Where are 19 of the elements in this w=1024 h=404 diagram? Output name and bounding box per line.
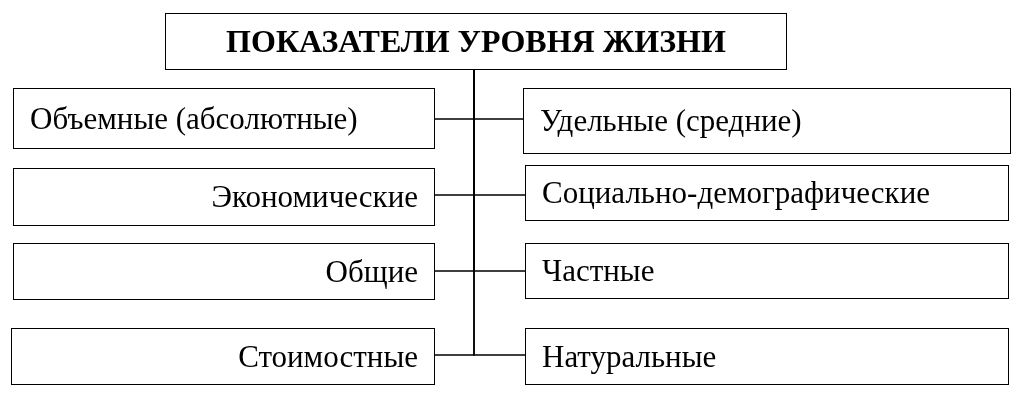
category-label: Натуральные bbox=[542, 338, 717, 375]
category-label: Социально-демографические bbox=[542, 175, 930, 211]
category-label: Частные bbox=[542, 253, 655, 289]
category-box bbox=[13, 168, 435, 226]
category-label: Удельные (средние) bbox=[540, 103, 802, 139]
category-box bbox=[525, 165, 1009, 221]
category-label: Экономические bbox=[211, 179, 418, 215]
category-box bbox=[11, 328, 435, 385]
category-box bbox=[525, 328, 1009, 385]
connector-line bbox=[473, 69, 526, 356]
category-box bbox=[523, 88, 1011, 154]
title-text: ПОКАЗАТЕЛИ УРОВНЯ ЖИЗНИ bbox=[226, 23, 726, 60]
category-box bbox=[525, 243, 1009, 299]
category-label: Объемные (абсолютные) bbox=[30, 100, 358, 137]
title-box bbox=[165, 13, 787, 70]
category-box bbox=[13, 243, 435, 300]
category-label: Общие bbox=[325, 253, 418, 290]
category-box bbox=[13, 88, 435, 149]
category-label: Стоимостные bbox=[238, 338, 418, 375]
